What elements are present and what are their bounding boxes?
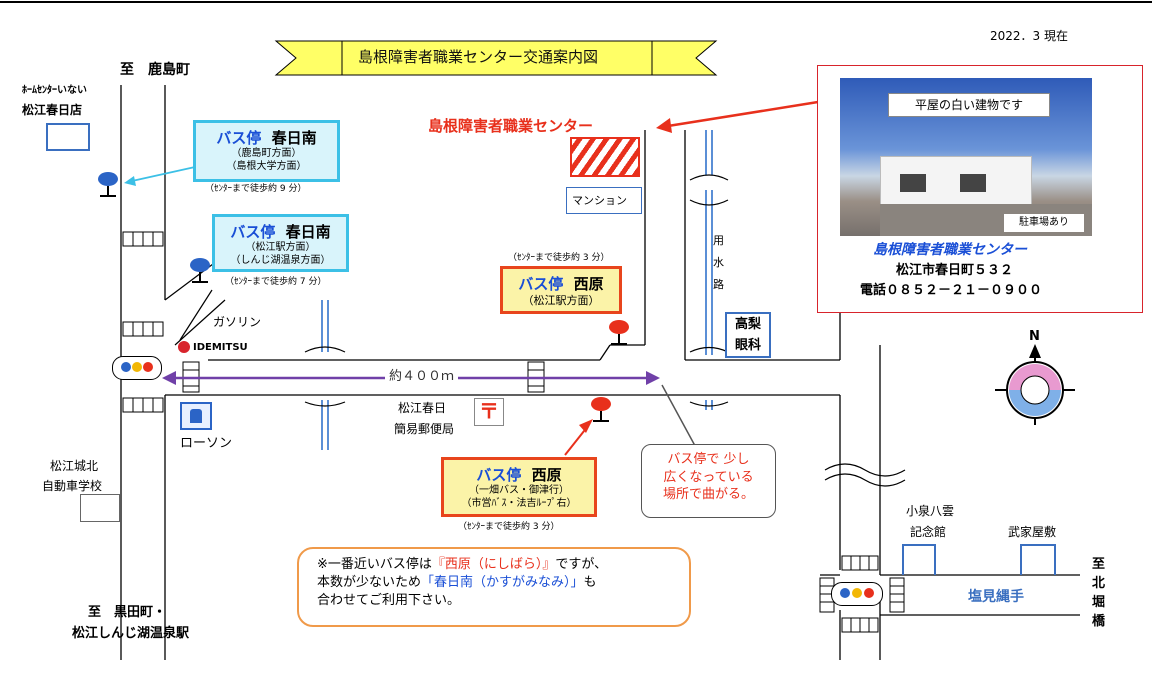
bus-stop-box-kasuga2: バス停 春日南 （松江駅方面） （しんじ湖温泉方面） xyxy=(212,214,349,272)
direction-east-1: 至 xyxy=(1092,557,1106,572)
info-tel: 電話０８５２－２１－０９００ xyxy=(860,283,1043,298)
koizumi-label-2: 記念館 xyxy=(910,525,947,539)
mansion-label: マンション xyxy=(572,194,627,207)
gas-station-label: ガソリン xyxy=(213,315,262,329)
info-center-name: 島根障害者職業センター xyxy=(873,242,1027,258)
mansion-building xyxy=(566,187,642,214)
bus-stop-dir-1: （一畑バス・御津行） xyxy=(469,485,569,496)
parking-label: 駐車場あり xyxy=(1004,214,1084,232)
lawson-label: ローソン xyxy=(180,436,233,451)
home-center-building xyxy=(46,123,90,151)
idemitsu-label: IDEMITSU xyxy=(193,342,248,353)
bus-stop-box-kasuga1: バス停 春日南 （鹿島町方面） （島根大学方面） xyxy=(193,120,340,182)
ophthalmology-label-2: 眼科 xyxy=(735,338,762,353)
canal-label-1: 用 xyxy=(713,234,724,247)
driving-school-label-2: 自動車学校 xyxy=(42,479,103,493)
bus-stop-place: 春日南 xyxy=(271,129,317,147)
turn-callout: バス停で 少し 広くなっている 場所で曲がる。 xyxy=(641,444,776,518)
bus-stop-walk-nishihara2: （ｾﾝﾀｰまで徒歩約 3 分） xyxy=(458,522,560,532)
post-office-icon: 〒 xyxy=(474,398,504,426)
bus-stop-place: 西原 xyxy=(531,466,562,484)
shiomi-nawate-label: 塩見縄手 xyxy=(968,589,1024,605)
bus-stop-walk-kasuga2: （ｾﾝﾀｰまで徒歩約 7 分） xyxy=(225,277,327,287)
bus-stop-place: 西原 xyxy=(573,275,604,293)
direction-east-3: 堀 xyxy=(1092,595,1106,610)
center-label-map: 島根障害者職業センター xyxy=(428,117,594,135)
driving-school-building xyxy=(80,494,120,522)
direction-north: 至 鹿島町 xyxy=(120,62,190,78)
title-banner xyxy=(274,40,718,76)
bus-stop-icon-nishihara2 xyxy=(591,397,611,422)
bus-stop-icon-kasuga2 xyxy=(190,258,210,283)
driving-school-label-1: 松江城北 xyxy=(50,459,99,473)
bus-stop-icon-kasuga1 xyxy=(98,172,118,197)
canal-label-2: 水 xyxy=(713,256,724,269)
bus-stop-name: バス停 xyxy=(230,223,276,241)
bus-stop-name: バス停 xyxy=(518,275,564,293)
idemitsu-logo-icon xyxy=(178,341,190,353)
koizumi-building xyxy=(902,544,936,575)
bus-stop-walk-kasuga1: （ｾﾝﾀｰまで徒歩約 9 分） xyxy=(205,184,307,194)
bus-stop-dir-1: （松江駅方面） xyxy=(245,242,316,253)
bus-stop-box-nishihara2: バス停 西原 （一畑バス・御津行） （市営ﾊﾞｽ・法吉ﾙｰﾌﾟ右） xyxy=(441,457,597,517)
callout-line-1: バス停で 少し xyxy=(667,452,750,467)
lawson-icon xyxy=(180,402,212,430)
home-center-label-1: ﾎｰﾑｾﾝﾀｰいない xyxy=(22,85,87,96)
direction-south-2: 松江しんじ湖温泉駅 xyxy=(72,626,190,641)
compass-north-label: N xyxy=(1029,329,1040,344)
note-part-2: 本数が少ないため xyxy=(317,575,422,591)
bus-stop-dir-1: （松江駅方面） xyxy=(522,294,600,307)
samurai-house-label: 武家屋敷 xyxy=(1008,525,1057,539)
direction-east-2: 北 xyxy=(1092,576,1106,591)
building-photo-window xyxy=(960,174,986,192)
note-box: ※一番近いバス停は『西原（にしばら）』ですが、 本数が少ないため「春日南（かすが… xyxy=(297,547,691,627)
note-part-1: ※一番近いバス停は xyxy=(317,557,432,572)
info-panel: 平屋の白い建物です 駐車場あり 島根障害者職業センター 松江市春日町５３２ 電話… xyxy=(817,65,1143,313)
bus-stop-name: バス停 xyxy=(476,466,522,484)
bus-stop-box-nishihara1: バス停 西原 （松江駅方面） xyxy=(500,266,622,314)
ophthalmology-building xyxy=(725,312,771,358)
home-center-label-2: 松江春日店 xyxy=(22,103,83,117)
distance-label: 約４００ｍ xyxy=(385,369,459,385)
date-label: 2022．3 現在 xyxy=(990,29,1068,43)
callout-line-3: 場所で曲がる。 xyxy=(662,487,754,503)
bus-stop-place: 春日南 xyxy=(285,223,331,241)
samurai-house-building xyxy=(1020,544,1056,575)
bus-stop-icon-nishihara1 xyxy=(609,320,629,345)
post-office-label-1: 松江春日 xyxy=(398,401,447,415)
photo-caption: 平屋の白い建物です xyxy=(888,93,1050,117)
bus-stop-dir-2: （市営ﾊﾞｽ・法吉ﾙｰﾌﾟ右） xyxy=(461,497,577,509)
note-part-1-end: ですが、 xyxy=(555,557,608,572)
page-title: 島根障害者職業センター交通案内図 xyxy=(358,48,599,66)
info-address: 松江市春日町５３２ xyxy=(896,263,1014,278)
note-part-2-blue: 「春日南（かすがみなみ）」 xyxy=(421,575,584,591)
bus-stop-dir-2: （しんじ湖温泉方面） xyxy=(230,254,331,266)
bus-stop-name: バス停 xyxy=(216,129,262,147)
canal-label-3: 路 xyxy=(713,278,724,291)
bus-stop-dir-1: （鹿島町方面） xyxy=(231,148,302,159)
direction-east-4: 橋 xyxy=(1092,614,1106,629)
note-part-3: 合わせてご利用下さい。 xyxy=(317,593,461,609)
note-part-2-end: も xyxy=(583,575,597,591)
note-part-1-red: 『西原（にしばら）』 xyxy=(431,557,556,572)
post-office-label-2: 簡易郵便局 xyxy=(394,422,455,436)
center-building xyxy=(570,137,640,177)
traffic-signal-east xyxy=(831,582,883,606)
koizumi-label-1: 小泉八雲 xyxy=(906,504,955,518)
callout-line-2: 広くなっている xyxy=(663,469,754,485)
ophthalmology-label-1: 高梨 xyxy=(735,317,762,332)
bus-stop-walk-nishihara1: （ｾﾝﾀｰまで徒歩約 3 分） xyxy=(508,253,610,263)
traffic-signal-west xyxy=(112,356,162,380)
compass-icon xyxy=(995,344,1075,425)
bus-stop-dir-2: （島根大学方面） xyxy=(226,160,307,172)
direction-south-1: 至 黒田町・ xyxy=(88,605,167,620)
building-photo-window xyxy=(900,174,926,192)
